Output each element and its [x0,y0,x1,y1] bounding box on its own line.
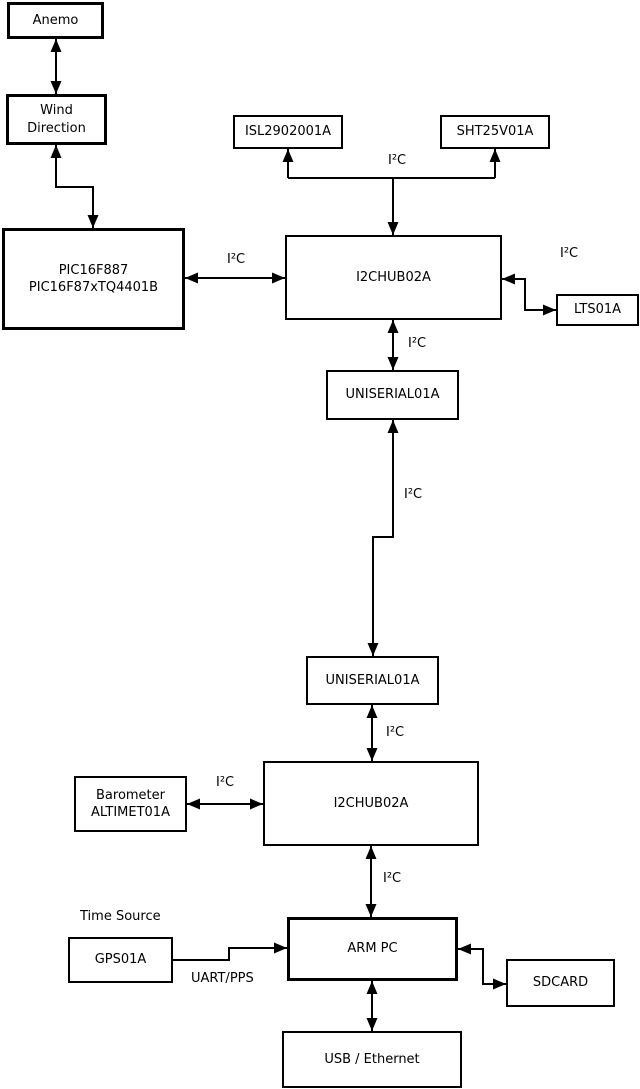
node-arm-pc-label: ARM PC [347,941,398,957]
uart-pps-label: UART/PPS [191,971,254,986]
edge-uniserial1-uniserial2 [367,420,399,656]
node-gps01a: GPS01A [68,937,173,983]
i2c-label-hub1-lts: I²C [560,246,579,261]
node-sdcard: SDCARD [506,959,615,1007]
node-isl2902001a-label: ISL2902001A [244,124,332,140]
i2c-label-uniserial1-uniserial2: I²C [404,487,423,502]
edge-armpc-sdcard [458,943,506,990]
node-lts01a: LTS01A [556,294,639,326]
i2c-label-uniserial2-hub2: I²C [386,725,405,740]
node-barometer-label-line1: Barometer [96,787,165,803]
node-gps01a-label: GPS01A [94,952,147,968]
node-sdcard-label: SDCARD [532,975,589,991]
node-usb-ethernet-label: USB / Ethernet [324,1051,420,1067]
node-pic-label-line1: PIC16F887 [58,262,129,278]
edge-hub1-lts [502,273,556,316]
node-barometer: Barometer ALTIMET01A [74,776,187,832]
node-uniserial01a-2-label: UNISERIAL01A [325,672,420,688]
node-uniserial01a-1-label: UNISERIAL01A [345,387,440,403]
node-uniserial01a-1: UNISERIAL01A [326,370,459,420]
node-i2chub02a-1: I2CHUB02A [285,235,502,320]
node-barometer-label-line2: ALTIMET01A [91,805,170,820]
node-sht25v01a: SHT25V01A [440,115,550,149]
node-anemo-label: Anemo [32,12,79,28]
time-source-label: Time Source [80,909,161,924]
node-arm-pc: ARM PC [287,917,458,981]
edge-wind-pic [50,145,99,228]
i2c-label-hub1-uniserial1: I²C [408,336,427,351]
edge-gps-armpc [173,942,287,961]
node-isl2902001a: ISL2902001A [233,115,343,149]
node-sht25v01a-label: SHT25V01A [456,124,534,140]
node-anemo: Anemo [7,2,104,39]
i2c-label-top-bus: I²C [388,153,407,168]
node-pic: PIC16F887 PIC16F87xTQ4401B [2,228,185,330]
node-wind-direction-label-line2: Direction [27,120,86,136]
node-wind-direction-label-line1: Wind [40,103,73,119]
node-uniserial01a-2: UNISERIAL01A [306,656,439,705]
i2c-label-pic-hub1: I²C [227,252,246,267]
i2c-label-barometer-hub2: I²C [216,775,235,790]
node-pic-label-line2: PIC16F87xTQ4401B [28,280,159,295]
node-wind-direction: Wind Direction [6,94,107,145]
node-usb-ethernet: USB / Ethernet [282,1031,462,1088]
node-i2chub02a-1-label: I2CHUB02A [356,269,431,285]
node-lts01a-label: LTS01A [573,302,622,318]
node-i2chub02a-2: I2CHUB02A [263,761,479,846]
node-i2chub02a-2-label: I2CHUB02A [333,795,409,811]
i2c-label-hub2-armpc: I²C [383,871,402,886]
